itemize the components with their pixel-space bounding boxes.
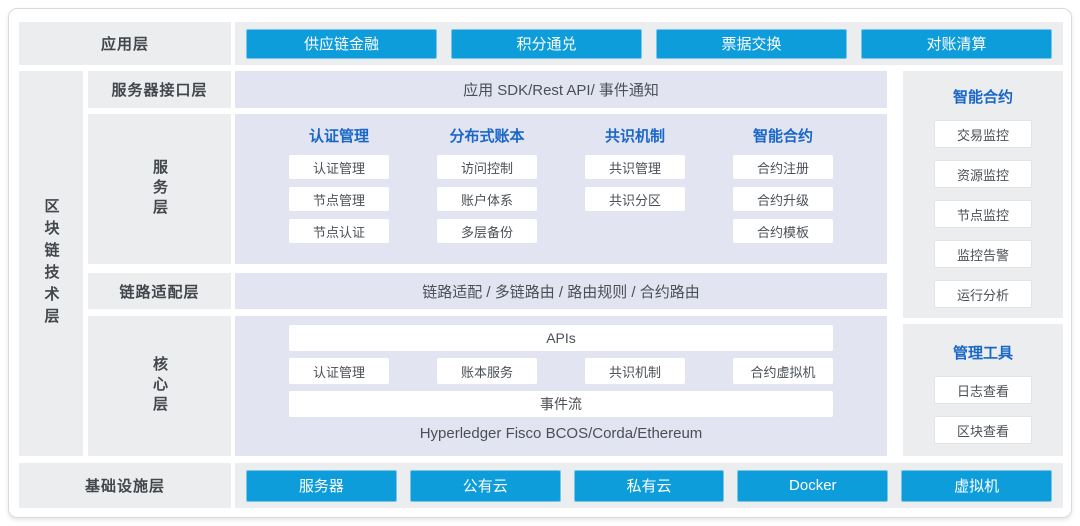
blockchain-layer-label: 区块链技术层	[42, 197, 60, 330]
service-item: 多层备份	[437, 219, 537, 243]
service-item: 访问控制	[437, 155, 537, 179]
architecture-diagram-card: 应用层 供应链金融 积分通兑 票据交换 对账清算 区块链技术层 服务器接口层 服…	[8, 8, 1072, 518]
adapter-layer-content: 链路适配 / 多链路由 / 路由规则 / 合约路由	[422, 283, 700, 301]
service-item: 账户体系	[437, 187, 537, 211]
event-stream-bar: 事件流	[289, 391, 833, 417]
infra-block-public-cloud: 公有云	[409, 469, 561, 502]
service-column-header: 认证管理	[308, 128, 369, 145]
service-column-auth: 认证管理 认证管理 节点管理 节点认证	[289, 114, 389, 264]
infra-layer-label: 基础设施层	[84, 478, 165, 495]
service-item: 节点管理	[289, 187, 389, 211]
smart-contract-panel-header: 智能合约	[952, 89, 1013, 106]
service-item: 合约注册	[733, 155, 833, 179]
infra-block-vm: 虚拟机	[901, 469, 1052, 502]
smart-contract-panel: 智能合约 交易监控 资源监控 节点监控 监控告警 运行分析	[903, 71, 1063, 318]
interface-layer-label: 服务器接口层	[111, 82, 208, 99]
blockchain-platforms-text: Hyperledger Fisco BCOS/Corda/Ethereum	[419, 425, 703, 442]
app-block-points-exchange: 积分通兑	[451, 28, 642, 59]
core-layer-label: 核心层	[151, 356, 168, 416]
panel-item-node-monitor: 节点监控	[934, 200, 1032, 228]
management-tools-panel-header: 管理工具	[952, 345, 1013, 362]
panel-item-transaction-monitor: 交易监控	[934, 120, 1032, 148]
app-layer-strip: 供应链金融 积分通兑 票据交换 对账清算	[235, 22, 1063, 65]
core-module: 认证管理	[289, 358, 389, 384]
apis-bar: APIs	[289, 325, 833, 351]
core-layer-label-box: 核心层	[88, 316, 231, 456]
infra-block-private-cloud: 私有云	[573, 469, 725, 502]
service-layer-band: 认证管理 认证管理 节点管理 节点认证 分布式账本 访问控制 账户体系 多层备份…	[235, 114, 887, 264]
service-item: 合约模板	[733, 219, 833, 243]
core-module: 账本服务	[437, 358, 537, 384]
service-column-ledger: 分布式账本 访问控制 账户体系 多层备份	[437, 114, 537, 264]
interface-layer-content: 应用 SDK/Rest API/ 事件通知	[463, 82, 659, 99]
management-tools-panel: 管理工具 日志查看 区块查看	[903, 324, 1063, 456]
service-column-header: 分布式账本	[449, 128, 525, 145]
core-layer-band: APIs 认证管理 账本服务 共识机制 合约虚拟机 事件流 Hyperledge…	[235, 316, 887, 456]
core-module: 合约虚拟机	[733, 358, 833, 384]
service-column-consensus: 共识机制 共识管理 共识分区	[585, 114, 685, 264]
service-item: 共识分区	[585, 187, 685, 211]
interface-layer-band: 应用 SDK/Rest API/ 事件通知	[235, 71, 887, 108]
panel-item-block-viewer: 区块查看	[934, 416, 1032, 444]
adapter-layer-band: 链路适配 / 多链路由 / 路由规则 / 合约路由	[235, 273, 887, 309]
panel-item-resource-monitor: 资源监控	[934, 160, 1032, 188]
service-layer-label-box: 服务层	[88, 114, 231, 264]
adapter-layer-label-box: 链路适配层	[88, 273, 231, 309]
app-block-bill-exchange: 票据交换	[656, 28, 847, 59]
interface-layer-label-box: 服务器接口层	[88, 71, 231, 108]
app-layer-label: 应用层	[100, 36, 149, 53]
service-column-header: 共识机制	[604, 128, 665, 145]
adapter-layer-label: 链路适配层	[119, 283, 200, 301]
infra-block-server: 服务器	[246, 469, 397, 502]
blockchain-layer-label-box: 区块链技术层	[19, 71, 83, 456]
infra-layer-label-box: 基础设施层	[19, 463, 231, 508]
service-item: 共识管理	[585, 155, 685, 179]
infra-layer-strip: 服务器 公有云 私有云 Docker 虚拟机	[235, 463, 1063, 508]
core-module: 共识机制	[585, 358, 685, 384]
service-item: 节点认证	[289, 219, 389, 243]
service-item: 合约升级	[733, 187, 833, 211]
app-block-supply-chain-finance: 供应链金融	[246, 28, 437, 59]
panel-item-alerting: 监控告警	[934, 240, 1032, 268]
panel-item-log-viewer: 日志查看	[934, 376, 1032, 404]
core-modules-row: 认证管理 账本服务 共识机制 合约虚拟机	[289, 358, 833, 384]
app-layer-label-box: 应用层	[19, 22, 231, 65]
service-column-smart-contract: 智能合约 合约注册 合约升级 合约模板	[733, 114, 833, 264]
service-item: 认证管理	[289, 155, 389, 179]
infra-block-docker: Docker	[737, 469, 889, 502]
service-column-header: 智能合约	[752, 128, 813, 145]
app-block-reconciliation: 对账清算	[861, 28, 1052, 59]
panel-item-runtime-analysis: 运行分析	[934, 280, 1032, 308]
service-layer-label: 服务层	[151, 159, 168, 219]
